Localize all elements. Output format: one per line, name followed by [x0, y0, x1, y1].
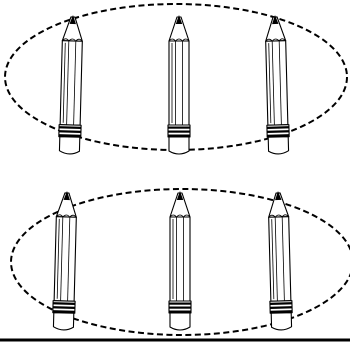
pencil-icon	[58, 15, 84, 155]
pencil-icon	[169, 191, 191, 330]
pencil-icon	[168, 15, 190, 154]
pencil-group-1	[5, 4, 347, 154]
pencil-icon	[267, 191, 293, 331]
pencil-group-2	[11, 189, 350, 335]
pencil-icon	[264, 15, 290, 155]
